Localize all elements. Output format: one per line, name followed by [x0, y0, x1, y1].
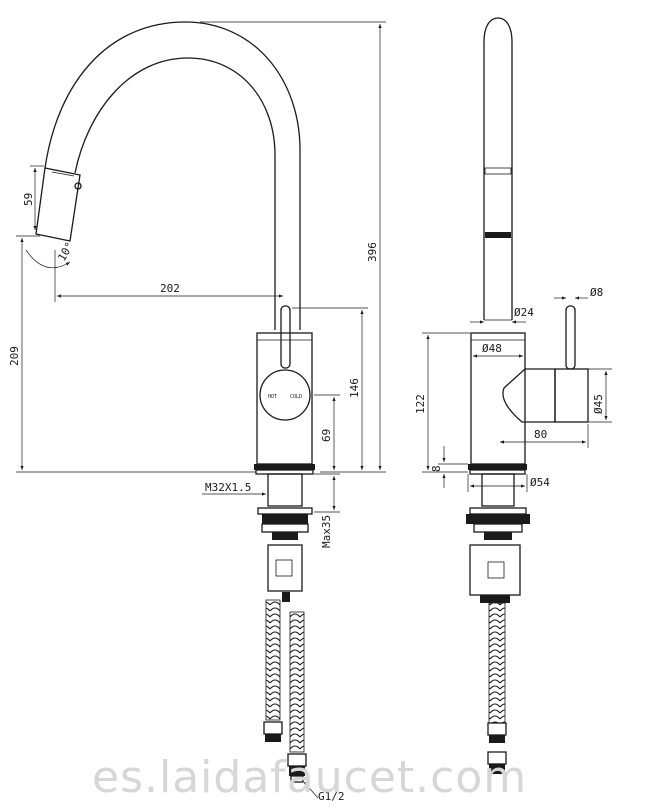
dim-lever-dia: Ø45: [592, 394, 605, 414]
dim-max-thickness: Max35: [320, 515, 333, 548]
faucet-body: [256, 332, 313, 465]
dim-nozzle: 59: [22, 193, 35, 206]
front-spout: [483, 17, 513, 320]
threaded-shank: [267, 473, 303, 507]
dim-base-dia: Ø54: [530, 476, 550, 489]
handle-lever: [280, 305, 291, 369]
label-hot: HOT: [268, 394, 277, 400]
dim-thread: M32X1.5: [205, 481, 251, 494]
front-handle: [554, 368, 589, 423]
front-diverter: [469, 544, 521, 596]
spout-inner-outline: [74, 57, 276, 330]
handle-knob: [259, 369, 311, 421]
hose-left: [265, 599, 281, 721]
dim-base-height: 8: [430, 465, 443, 472]
hose-right: [289, 611, 305, 753]
dim-body-dia: Ø48: [482, 342, 502, 355]
dim-total-height: 209: [8, 346, 21, 366]
nozzle-head: [35, 167, 81, 242]
side-view: HOT COLD 396 202: [8, 21, 386, 803]
dim-body-height: 146: [348, 378, 361, 398]
front-lever: [502, 368, 556, 423]
front-view: Ø24 Ø8 Ø48 122 Ø45 80 8 Ø54: [414, 17, 612, 774]
dim-handle-dia: Ø8: [590, 286, 603, 299]
mounting-plate: [257, 507, 313, 515]
dim-spout-dia: Ø24: [514, 306, 534, 319]
dim-front-body-height: 122: [414, 394, 427, 414]
dim-angle: 10°: [55, 240, 76, 264]
front-hose: [488, 602, 506, 724]
dim-lever-reach: 80: [534, 428, 547, 441]
diverter-valve: [267, 544, 303, 592]
spout-outer-outline: [44, 21, 301, 330]
label-cold: COLD: [290, 394, 302, 400]
nozzle-button: [74, 182, 82, 190]
dim-spout-height: 396: [366, 242, 379, 262]
dim-reach: 202: [160, 282, 180, 295]
dim-lever-center: 69: [320, 429, 333, 442]
watermark: es.laidafaucet.com: [92, 752, 527, 803]
base-plate: [254, 464, 315, 470]
dim-hose-fitting: G1/2: [318, 790, 345, 803]
